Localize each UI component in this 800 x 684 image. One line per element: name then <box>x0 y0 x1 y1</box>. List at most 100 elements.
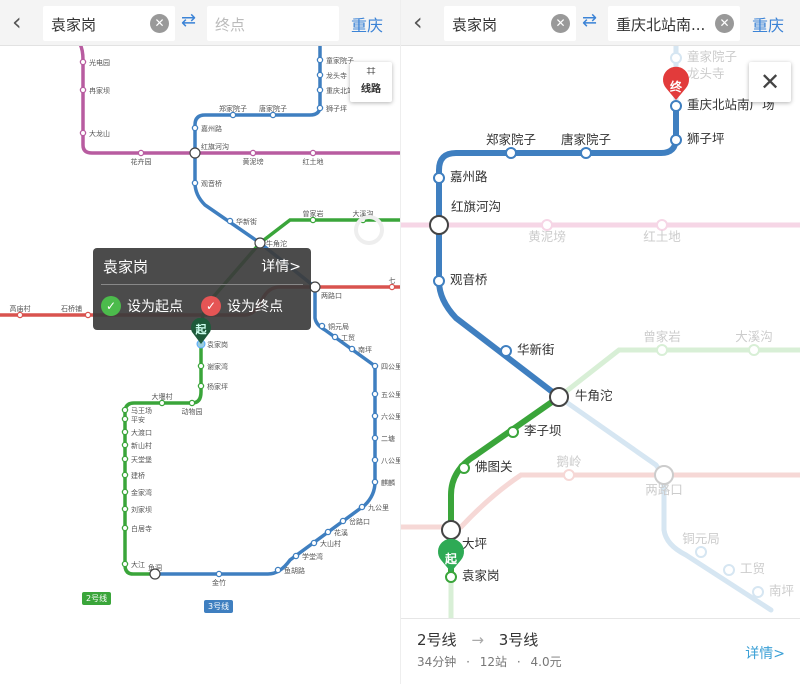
station-node[interactable] <box>158 399 166 407</box>
station-node[interactable] <box>79 58 87 66</box>
station-node[interactable] <box>197 382 205 390</box>
station-node[interactable] <box>695 546 707 558</box>
station-node[interactable] <box>580 147 592 159</box>
station-label: 马王场 <box>131 406 152 415</box>
station-node[interactable] <box>197 362 205 370</box>
station-node[interactable] <box>670 100 682 112</box>
station-node[interactable] <box>318 322 326 330</box>
station-node[interactable] <box>458 462 470 474</box>
city-selector[interactable]: 重庆 <box>351 16 384 35</box>
station-node[interactable] <box>541 219 553 231</box>
station-node[interactable] <box>723 564 735 576</box>
station-node[interactable] <box>292 552 300 560</box>
station-node[interactable] <box>433 172 445 184</box>
station-node[interactable] <box>121 471 129 479</box>
station-node[interactable] <box>670 52 682 64</box>
line-tag-3[interactable]: 3号线 <box>204 600 234 613</box>
station-node[interactable] <box>309 216 317 224</box>
station-node[interactable] <box>226 217 234 225</box>
station-node[interactable] <box>84 311 92 319</box>
set-end-button[interactable]: ✓设为终点 <box>201 296 283 316</box>
station-label: 新山村 <box>131 441 152 450</box>
station-node[interactable] <box>324 528 332 536</box>
station-node[interactable] <box>188 399 196 407</box>
station-node[interactable] <box>348 345 356 353</box>
station-node[interactable] <box>16 311 24 319</box>
destination-input[interactable]: 重庆北站南...✕ <box>608 6 740 41</box>
metro-map-left[interactable]: 光电园冉家坝大龙山花卉园红旗河沟黄泥塝红土地童家院子龙头寺重庆北站狮子坪郑家院子… <box>0 0 400 684</box>
station-node[interactable] <box>752 586 764 598</box>
station-node[interactable] <box>191 124 199 132</box>
station-node[interactable] <box>371 478 379 486</box>
station-node[interactable] <box>229 111 237 119</box>
origin-input[interactable]: 袁家岗✕ <box>444 6 576 41</box>
station-label: 红旗河沟 <box>201 142 229 151</box>
station-node[interactable] <box>316 71 324 79</box>
set-start-button[interactable]: ✓设为起点 <box>101 296 183 316</box>
station-node[interactable] <box>269 111 277 119</box>
destination-input[interactable]: 终点 <box>207 6 339 41</box>
station-node[interactable] <box>137 149 145 157</box>
swap-icon[interactable]: ⇄ <box>582 10 598 31</box>
station-node[interactable] <box>388 283 396 291</box>
line-tag-2[interactable]: 2号线 <box>82 592 112 605</box>
route-summary[interactable]: 2号线 → 3号线 34分钟 · 12站 · 4.0元 详情> <box>401 618 800 684</box>
station-node[interactable] <box>121 428 129 436</box>
station-node[interactable] <box>121 415 129 423</box>
station-node[interactable] <box>309 149 317 157</box>
close-button[interactable]: ✕ <box>749 62 791 102</box>
station-node[interactable] <box>79 129 87 137</box>
clear-destination-icon[interactable]: ✕ <box>715 14 734 33</box>
station-node[interactable] <box>371 412 379 420</box>
station-node[interactable] <box>121 524 129 532</box>
station-node[interactable] <box>445 571 457 583</box>
station-node[interactable] <box>670 134 682 146</box>
details-link[interactable]: 详情> <box>745 646 785 662</box>
station-node[interactable] <box>371 362 379 370</box>
station-node[interactable] <box>656 219 668 231</box>
station-node[interactable] <box>121 488 129 496</box>
route-button[interactable]: ⌗ 线路 <box>350 62 392 102</box>
back-button[interactable]: ‹ <box>413 8 423 36</box>
station-node[interactable] <box>656 344 668 356</box>
station-popup: 袁家岗 详情> ✓设为起点 ✓设为终点 <box>93 248 311 330</box>
station-node[interactable] <box>505 147 517 159</box>
station-node[interactable] <box>121 406 129 414</box>
clear-origin-icon[interactable]: ✕ <box>150 14 169 33</box>
station-node[interactable] <box>433 275 445 287</box>
swap-icon[interactable]: ⇄ <box>181 10 197 31</box>
station-node[interactable] <box>79 86 87 94</box>
station-node[interactable] <box>500 345 512 357</box>
station-node[interactable] <box>316 86 324 94</box>
station-node[interactable] <box>274 566 282 574</box>
station-node[interactable] <box>331 333 339 341</box>
station-node[interactable] <box>310 539 318 547</box>
station-node[interactable] <box>563 469 575 481</box>
station-node[interactable] <box>316 104 324 112</box>
metro-map-right[interactable]: 童家院子龙头寺黄泥塝红土地曾家岩大溪沟鹅岭两路口铜元局工贸南坪 重庆北站南广场狮… <box>401 0 800 684</box>
back-button[interactable]: ‹ <box>12 8 22 36</box>
clear-origin-icon[interactable]: ✕ <box>551 14 570 33</box>
origin-input[interactable]: 袁家岗✕ <box>43 6 175 41</box>
station-node[interactable] <box>215 570 223 578</box>
station-label: 重庆北站 <box>326 86 354 95</box>
station-node[interactable] <box>121 455 129 463</box>
station-node[interactable] <box>507 426 519 438</box>
station-node[interactable] <box>371 456 379 464</box>
station-node[interactable] <box>316 56 324 64</box>
station-label: 铜元局 <box>328 322 349 331</box>
station-label: 黄泥塝 <box>528 229 566 244</box>
station-node[interactable] <box>339 517 347 525</box>
station-node[interactable] <box>191 179 199 187</box>
station-node[interactable] <box>121 560 129 568</box>
station-node[interactable] <box>371 390 379 398</box>
station-node[interactable] <box>748 344 760 356</box>
station-label: 曾家岩 <box>643 329 681 344</box>
station-node[interactable] <box>249 149 257 157</box>
station-node[interactable] <box>358 503 366 511</box>
station-node[interactable] <box>121 441 129 449</box>
station-node[interactable] <box>121 505 129 513</box>
popup-details-link[interactable]: 详情> <box>261 259 301 275</box>
city-selector[interactable]: 重庆 <box>752 16 785 35</box>
station-node[interactable] <box>371 434 379 442</box>
